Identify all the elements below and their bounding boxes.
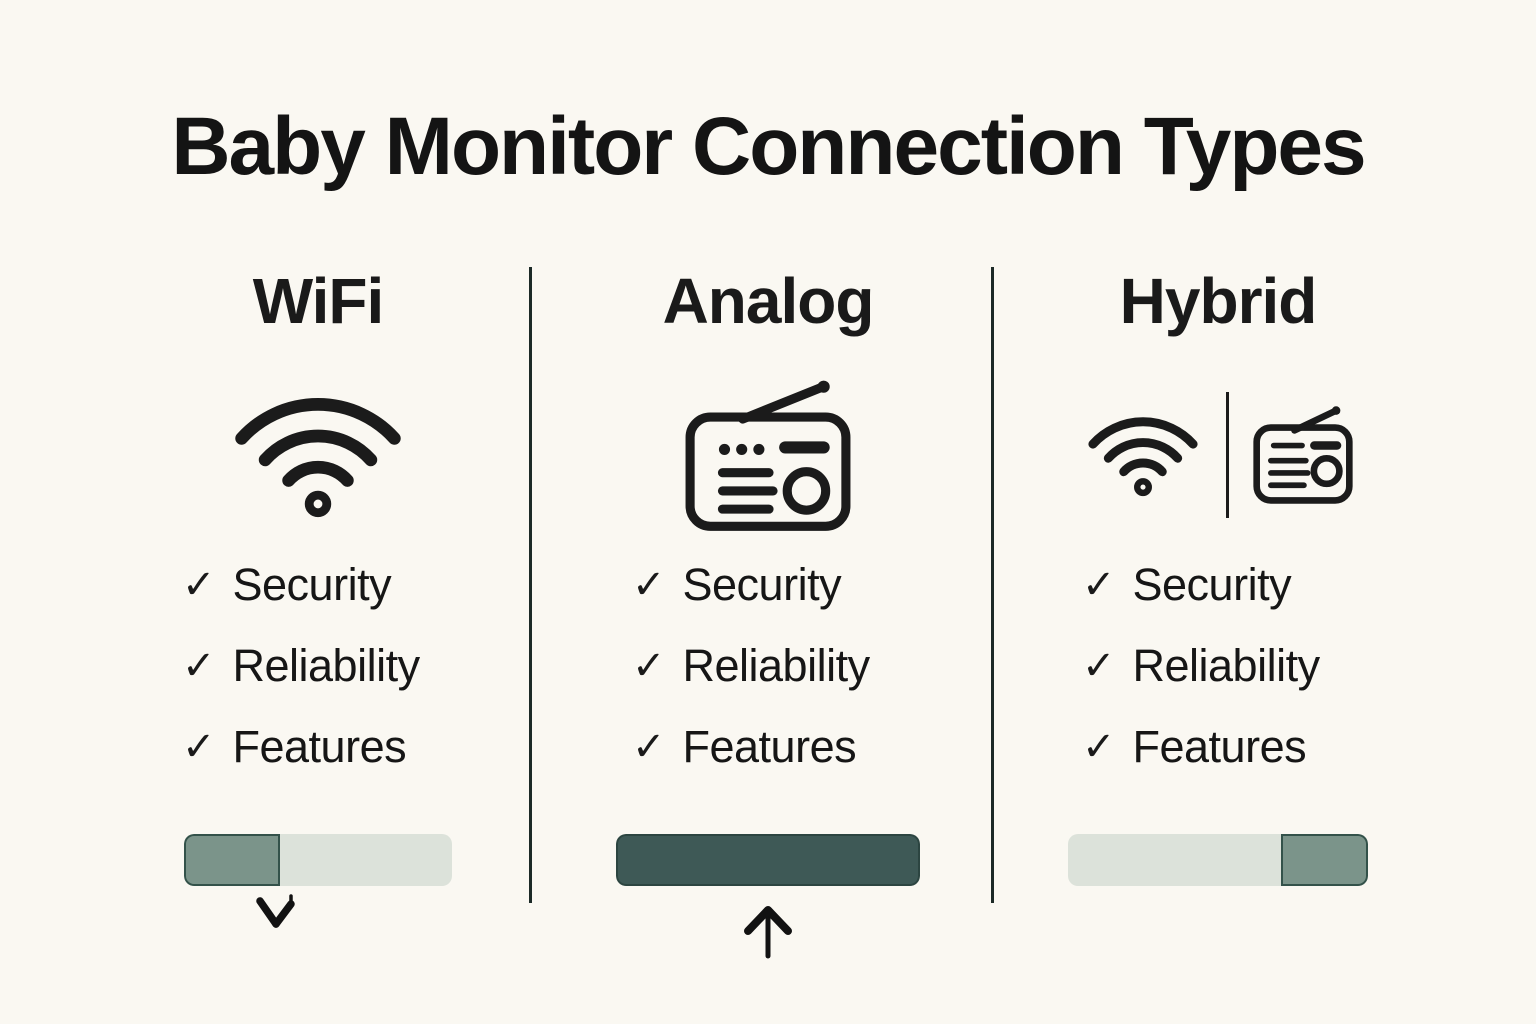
column-hybrid: Hybrid: [998, 265, 1438, 975]
radio-icon: [1251, 399, 1355, 511]
checkmark-icon: ✓: [632, 562, 666, 608]
feature-item: ✓ Reliability: [1082, 640, 1321, 691]
feature-label: Features: [682, 721, 857, 772]
feature-checklist: ✓ Security ✓ Reliability ✓ Features: [1082, 559, 1321, 803]
feature-item: ✓ Reliability: [182, 640, 421, 691]
feature-item: ✓ Features: [182, 721, 420, 772]
rating-bar-fill: [184, 834, 281, 886]
feature-label: Reliability: [232, 640, 421, 691]
rating-bar: [616, 834, 920, 886]
column-analog: Analog ✓ Security ✓ Reliabi: [548, 265, 988, 975]
feature-item: ✓ Features: [1082, 721, 1320, 772]
feature-label: Security: [1132, 559, 1292, 610]
icon-zone: [998, 370, 1438, 540]
feature-checklist: ✓ Security ✓ Reliability ✓ Features: [182, 559, 421, 803]
wifi-icon: [1082, 406, 1204, 504]
checkmark-icon: ✓: [182, 643, 216, 689]
feature-label: Features: [232, 721, 407, 772]
wifi-plus-radio-icon: [1082, 392, 1355, 518]
checkmark-icon: ✓: [1082, 724, 1116, 770]
column-title: Analog: [662, 265, 875, 337]
column-wifi: WiFi ✓ Security ✓ Reliability ✓ Features: [98, 265, 538, 975]
icon-zone: [548, 370, 988, 540]
column-title: WiFi: [252, 265, 385, 337]
feature-label: Reliability: [682, 640, 871, 691]
checkmark-icon: ✓: [182, 562, 216, 608]
radio-icon: [682, 376, 854, 534]
feature-label: Security: [682, 559, 842, 610]
rating-bar: [184, 834, 452, 886]
feature-item: ✓ Security: [632, 559, 870, 610]
checkmark-icon: ✓: [1082, 562, 1116, 608]
down-arrow-icon: [253, 893, 299, 935]
column-divider: [529, 267, 532, 903]
rating-bar-fill: [1281, 834, 1368, 886]
feature-item: ✓ Reliability: [632, 640, 871, 691]
column-divider: [991, 267, 994, 903]
column-title: Hybrid: [1119, 265, 1318, 337]
checkmark-icon: ✓: [632, 724, 666, 770]
feature-label: Features: [1132, 721, 1307, 772]
checkmark-icon: ✓: [182, 724, 216, 770]
feature-item: ✓ Security: [1082, 559, 1320, 610]
feature-checklist: ✓ Security ✓ Reliability ✓ Features: [632, 559, 871, 803]
up-arrow-icon: [740, 903, 796, 959]
feature-label: Reliability: [1132, 640, 1321, 691]
feature-item: ✓ Security: [182, 559, 420, 610]
wifi-icon: [225, 381, 411, 529]
feature-item: ✓ Features: [632, 721, 870, 772]
feature-label: Security: [232, 559, 392, 610]
checkmark-icon: ✓: [1082, 643, 1116, 689]
icon-zone: [98, 370, 538, 540]
page-title: Baby Monitor Connection Types: [171, 101, 1366, 192]
rating-bar-fill: [616, 834, 920, 886]
icon-divider: [1225, 392, 1229, 518]
rating-bar: [1068, 834, 1368, 886]
checkmark-icon: ✓: [632, 643, 666, 689]
